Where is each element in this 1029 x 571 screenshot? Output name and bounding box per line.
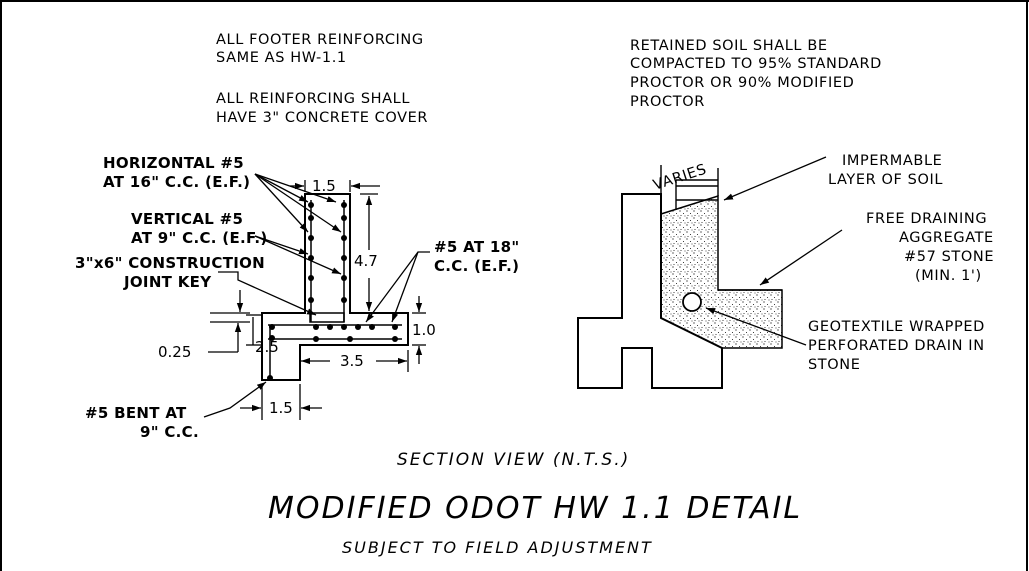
captions: SECTION VIEW (N.T.S.) MODIFIED ODOT HW 1… bbox=[268, 450, 802, 557]
dim-wall-height: 4.7 bbox=[354, 252, 378, 270]
label-aggregate-line-2: AGGREGATE bbox=[899, 230, 994, 246]
note-soil-line-3: PROCTOR OR 90% MODIFIED bbox=[630, 75, 854, 91]
dim-key-width: 1.5 bbox=[269, 399, 293, 417]
label-aggregate-line-3: #57 STONE bbox=[904, 249, 994, 265]
reinforcing-section: HORIZONTAL #5 AT 16" C.C. (E.F.) VERTICA… bbox=[75, 154, 520, 441]
detail-subtitle: SUBJECT TO FIELD ADJUSTMENT bbox=[342, 538, 653, 557]
rebar-dots bbox=[267, 202, 398, 381]
section-view-caption: SECTION VIEW (N.T.S.) bbox=[397, 450, 630, 470]
label-impermeable-line-1: IMPERMABLE bbox=[842, 153, 942, 169]
label-drain-line-3: STONE bbox=[808, 357, 860, 373]
label-top-bars-line-1: #5 AT 18" bbox=[434, 238, 520, 256]
label-varies: VARIES bbox=[651, 162, 708, 194]
label-bent-bars-line-2: 9" C.C. bbox=[140, 423, 199, 441]
note-footer-line-1: ALL FOOTER REINFORCING bbox=[216, 32, 424, 48]
note-cover-line-1: ALL REINFORCING SHALL bbox=[216, 91, 410, 107]
dim-wall-width: 1.5 bbox=[312, 177, 336, 195]
label-drain-line-1: GEOTEXTILE WRAPPED bbox=[808, 319, 985, 335]
note-soil-line-1: RETAINED SOIL SHALL BE bbox=[630, 38, 828, 54]
label-joint-key-line-2: JOINT KEY bbox=[123, 273, 212, 291]
note-soil-line-2: COMPACTED TO 95% STANDARD bbox=[630, 56, 882, 72]
drainage-section: VARIES IMPERMABLE LAYER OF SOIL FREE DRA… bbox=[577, 153, 994, 389]
label-vertical-bars-line-1: VERTICAL #5 bbox=[131, 210, 243, 228]
label-drain-line-2: PERFORATED DRAIN IN bbox=[808, 338, 985, 354]
label-aggregate-line-4: (MIN. 1') bbox=[915, 268, 982, 284]
drain-stone-fill bbox=[660, 194, 783, 349]
drainage-leaders bbox=[705, 156, 843, 346]
detail-title: MODIFIED ODOT HW 1.1 DETAIL bbox=[268, 491, 802, 526]
rebar-leaders bbox=[203, 173, 430, 418]
label-horizontal-bars-line-2: AT 16" C.C. (E.F.) bbox=[103, 173, 250, 191]
label-impermeable-line-2: LAYER OF SOIL bbox=[828, 172, 943, 188]
note-cover-line-2: HAVE 3" CONCRETE COVER bbox=[216, 110, 428, 126]
label-bent-bars-line-1: #5 BENT AT bbox=[85, 404, 187, 422]
wall-top-lines bbox=[660, 165, 782, 291]
label-top-bars-line-2: C.C. (E.F.) bbox=[434, 257, 519, 275]
rebar-lines bbox=[268, 200, 402, 378]
label-aggregate-line-1: FREE DRAINING bbox=[866, 211, 987, 227]
wall-footing-outline bbox=[261, 193, 409, 381]
note-soil-line-4: PROCTOR bbox=[630, 94, 705, 110]
dim-key-depth: 0.25 bbox=[158, 343, 191, 361]
label-joint-key-line-1: 3"x6" CONSTRUCTION bbox=[75, 254, 265, 272]
label-vertical-bars-line-2: AT 9" C.C. (E.F.) bbox=[131, 229, 268, 247]
dim-footing-depth: 2.5 bbox=[255, 338, 279, 356]
dim-footing-thickness: 1.0 bbox=[412, 321, 436, 339]
dim-toe-length: 3.5 bbox=[340, 352, 364, 370]
dimension-lines bbox=[208, 180, 426, 420]
note-footer-line-2: SAME AS HW-1.1 bbox=[216, 50, 347, 66]
general-notes: ALL FOOTER REINFORCING SAME AS HW-1.1 AL… bbox=[216, 32, 882, 126]
wall-footing-outline bbox=[577, 193, 723, 389]
perforated-drain-pipe bbox=[682, 292, 702, 312]
label-horizontal-bars-line-1: HORIZONTAL #5 bbox=[103, 154, 244, 172]
